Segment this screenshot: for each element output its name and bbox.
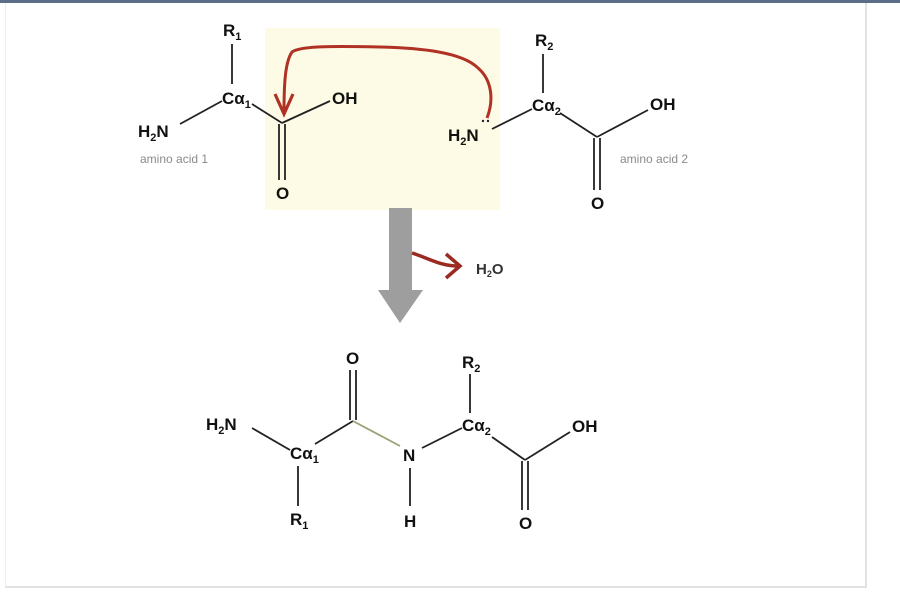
reaction-highlight (265, 28, 500, 210)
product-hydroxyl: OH (572, 417, 598, 436)
amine-1: H2N (138, 122, 169, 144)
nucleophilic-attack-arrow (273, 45, 493, 119)
hydroxyl-1: OH (332, 89, 358, 108)
product-r2: R2 (462, 353, 480, 375)
product-alpha-carbon-2: Cα2 (462, 416, 491, 438)
top-border (0, 0, 900, 3)
amino-acid-2-label: amino acid 2 (620, 152, 688, 166)
water-release-arrow (411, 251, 463, 280)
r1-label: R1 (223, 21, 241, 43)
product-amide-nitrogen: N (403, 446, 415, 465)
r2-label: R2 (535, 31, 553, 53)
product-acid-oxygen: O (519, 514, 532, 533)
carbonyl-oxygen-1: O (276, 184, 289, 203)
product-carbonyl-oxygen: O (346, 349, 359, 368)
product-r1: R1 (290, 510, 308, 532)
carbonyl-oxygen-2: O (591, 194, 604, 213)
reaction-arrow (378, 208, 423, 323)
amino-acid-1-label: amino acid 1 (140, 152, 208, 166)
product-alpha-carbon-1: Cα1 (290, 444, 319, 466)
alpha-carbon-2: Cα2 (532, 96, 561, 118)
product-amide-hydrogen: H (404, 512, 416, 531)
amine-2: H2N (448, 126, 479, 148)
hydroxyl-2: OH (650, 95, 676, 114)
peptide-bond (352, 420, 401, 447)
amino-acid-2: R2 Cα2 H2N OH O amino acid 2 (448, 31, 688, 213)
product-amine: H2N (206, 415, 237, 437)
amino-acid-1: R1 Cα1 H2N OH O amino acid 1 (138, 21, 358, 203)
figure-frame (5, 3, 867, 588)
dipeptide-product: O H2N Cα1 R1 N H R2 Cα2 OH O (206, 349, 598, 533)
water-label: H2O (476, 261, 504, 279)
alpha-carbon-1: Cα1 (222, 89, 251, 111)
